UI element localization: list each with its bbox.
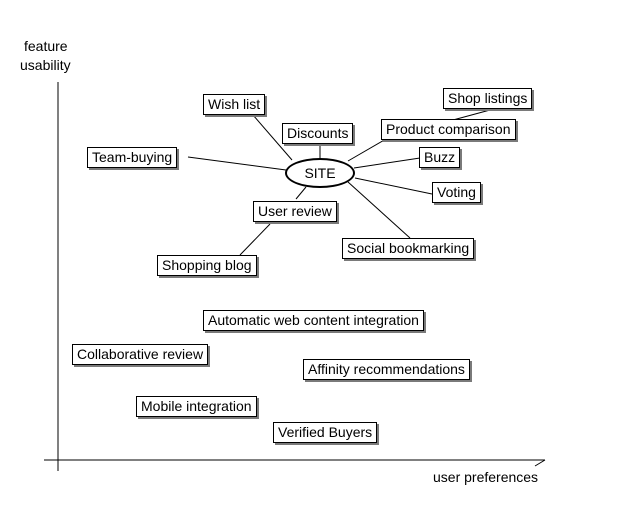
y-axis-label-line2: usability bbox=[20, 57, 71, 73]
connector-user-review bbox=[295, 186, 307, 200]
connector-product-comparison bbox=[347, 138, 387, 162]
verified-buyers-box: Verified Buyers bbox=[273, 422, 378, 443]
affinity-recommendations-box: Affinity recommendations bbox=[303, 359, 470, 380]
social-bookmarking-box: Social bookmarking bbox=[342, 238, 475, 259]
shop-listings-box: Shop listings bbox=[443, 88, 533, 109]
user-review-box: User review bbox=[253, 201, 337, 222]
connector-shopping-blog bbox=[239, 223, 271, 256]
connector-social-bookmarking bbox=[347, 181, 411, 239]
collaborative-review-box: Collaborative review bbox=[72, 344, 209, 365]
connector-shop-listings bbox=[452, 109, 491, 121]
shopping-blog-box: Shopping blog bbox=[157, 255, 257, 276]
discounts-box: Discounts bbox=[282, 123, 354, 144]
wish-list-box: Wish list bbox=[203, 94, 266, 115]
connector-buzz bbox=[353, 157, 421, 169]
buzz-box: Buzz bbox=[419, 147, 461, 168]
voting-box: Voting bbox=[432, 182, 481, 203]
x-axis-arrow-tip bbox=[534, 459, 546, 467]
product-comparison-box: Product comparison bbox=[381, 119, 516, 140]
x-axis-label: user preferences bbox=[433, 469, 539, 485]
site-node: SITE bbox=[285, 158, 355, 188]
connector-team-buying bbox=[187, 156, 287, 171]
team-buying-box: Team-buying bbox=[87, 147, 178, 168]
connector-voting bbox=[354, 177, 433, 195]
connector-wish-list bbox=[252, 114, 293, 161]
y-axis-label-line1: feature bbox=[24, 38, 68, 54]
automatic-web-content-integration-box: Automatic web content integration bbox=[203, 310, 424, 331]
mobile-integration-box: Mobile integration bbox=[136, 396, 257, 417]
